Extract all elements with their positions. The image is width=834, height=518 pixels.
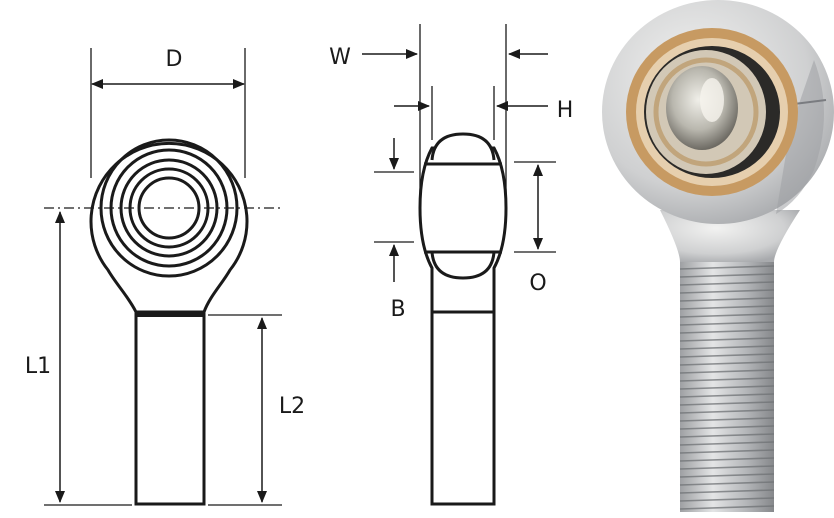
label-b: B <box>390 297 405 322</box>
side-ball-top <box>430 132 496 161</box>
photo-thread-lines <box>679 265 775 510</box>
label-w: W <box>329 45 351 70</box>
side-body <box>418 146 508 314</box>
photo-thread-line <box>679 369 775 374</box>
photo-thread-line <box>679 377 775 382</box>
photo-ball-ring <box>653 57 759 167</box>
label-o: O <box>529 271 546 296</box>
photo-thread-line <box>679 489 775 494</box>
photo-thread-line <box>679 505 775 510</box>
label-h: H <box>557 98 574 123</box>
photo-thread-line <box>679 433 775 438</box>
photo-thread-line <box>679 457 775 462</box>
front-head-outline <box>89 141 249 314</box>
front-shank <box>134 310 206 506</box>
photo-head-shadow <box>776 60 824 214</box>
photo-thread-line <box>679 393 775 398</box>
side-shank <box>430 310 496 506</box>
photo-thread-line <box>679 473 775 478</box>
photo-thread-line <box>679 345 775 350</box>
front-ring-3 <box>119 158 219 258</box>
side-view <box>362 24 556 506</box>
rod-end-bearing-photo <box>602 0 834 512</box>
photo-thread-line <box>679 281 775 286</box>
photo-bore-highlight <box>700 78 724 122</box>
photo-thread-line <box>679 265 775 270</box>
photo-thread-line <box>679 481 775 486</box>
photo-thread-line <box>679 385 775 390</box>
photo-threaded-shank <box>680 240 774 512</box>
label-l1: L1 <box>25 354 51 379</box>
photo-thread-line <box>679 409 775 414</box>
photo-thread-line <box>679 297 775 302</box>
photo-thread-line <box>679 425 775 430</box>
front-view <box>44 48 284 506</box>
photo-thread-line <box>679 361 775 366</box>
photo-thread-line <box>679 417 775 422</box>
photo-thread-line <box>679 313 775 318</box>
photo-thread-line <box>679 449 775 454</box>
photo-thread-line <box>679 337 775 342</box>
photo-thread-line <box>679 497 775 502</box>
label-l2: L2 <box>279 394 305 419</box>
photo-thread-line <box>679 289 775 294</box>
photo-thread-line <box>679 273 775 278</box>
photo-thread-line <box>679 305 775 310</box>
photo-thread-line <box>679 401 775 406</box>
photo-thread-line <box>679 353 775 358</box>
photo-thread-line <box>679 329 775 334</box>
label-d: D <box>166 47 183 72</box>
front-ring-1 <box>99 138 239 278</box>
photo-head-slit <box>793 99 827 105</box>
photo-neck <box>660 210 800 262</box>
side-ball-bottom <box>430 251 496 280</box>
photo-thread-line <box>679 441 775 446</box>
photo-thread-line <box>679 321 775 326</box>
photo-thread-line <box>679 465 775 470</box>
